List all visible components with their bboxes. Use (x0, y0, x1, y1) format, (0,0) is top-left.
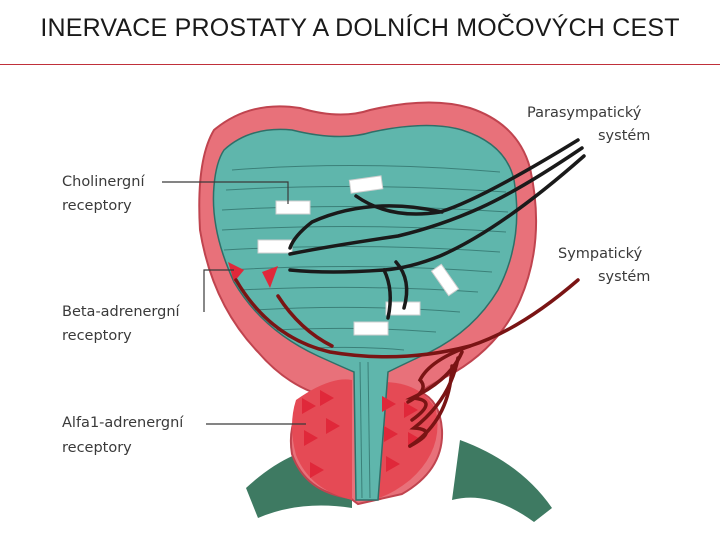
leader-lines (162, 181, 306, 425)
cholinergic-leader (162, 181, 289, 204)
cholinergic-receptor (430, 263, 460, 297)
parasympathetic-nerves (288, 138, 586, 320)
parasympathetic-label-line2: systém (598, 128, 650, 144)
beta-receptor (228, 262, 244, 282)
alpha1-receptor (326, 418, 340, 434)
alpha1-receptor (320, 390, 334, 406)
alpha1-receptor (310, 462, 324, 478)
alpha1-receptor (302, 398, 316, 414)
beta-label: Beta-adrenergní (62, 304, 181, 320)
beta-receptor (262, 266, 278, 288)
title-underline (0, 64, 720, 65)
alpha1-receptor (384, 426, 398, 442)
alpha-label: Alfa1-adrenergní (62, 415, 184, 431)
cholinergic-receptors (257, 175, 460, 336)
beta-label-line2: receptory (62, 328, 132, 344)
sympathetic-label: Sympatický (558, 246, 643, 262)
alpha1-receptor (304, 430, 318, 446)
slide-title: INERVACE PROSTATY A DOLNÍCH MOČOVÝCH CES… (40, 14, 680, 42)
cholinergic-receptor (257, 239, 293, 254)
alpha1-receptor (386, 456, 400, 472)
parasympathetic-label: Parasympatický (527, 105, 642, 121)
beta-leader (203, 269, 234, 312)
alpha1-receptor (382, 396, 396, 412)
alpha-label-line2: receptory (62, 440, 132, 456)
cholinergic-receptor (348, 175, 384, 194)
alpha1-receptor (404, 402, 418, 418)
cholinergic-receptor (275, 200, 311, 215)
sympathetic-label-line2: systém (598, 269, 650, 285)
cholinergic-receptor (353, 321, 389, 336)
cholinergic-label: Cholinergní (62, 174, 145, 190)
sympathetic-nerves (234, 278, 580, 448)
cholinergic-label-line2: receptory (62, 198, 132, 214)
bladder-striations (221, 164, 509, 499)
pelvic-floor-muscle-right (452, 440, 552, 522)
bladder-lumen (212, 124, 518, 501)
